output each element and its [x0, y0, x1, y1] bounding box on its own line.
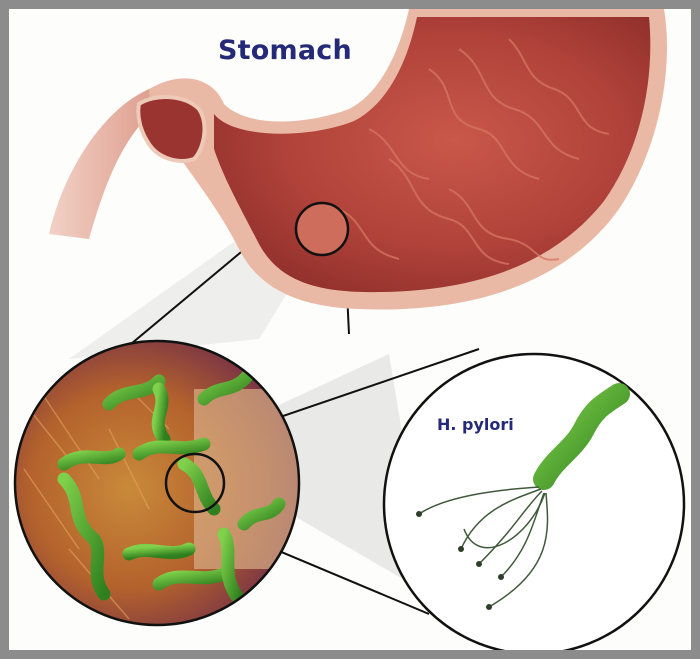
stomach-callout-circle: [294, 201, 350, 257]
stomach-side-chamber: [136, 95, 207, 163]
diagram-frame: Stomach H. pylori: [9, 9, 691, 650]
h-pylori-bacterium: [416, 383, 630, 610]
bacterium-magnification: [382, 352, 686, 650]
callout-cone-2: [184, 354, 429, 594]
esophagus: [49, 89, 174, 239]
illustration: [13, 9, 686, 650]
flagella: [418, 486, 549, 608]
bacteria-cluster: [57, 367, 286, 606]
diagram-title: Stomach: [218, 35, 352, 66]
lining-callout-circle: [164, 452, 226, 514]
rugae-folds: [338, 38, 610, 265]
lining-magnification: [15, 341, 299, 625]
h-pylori-label: H. pylori: [437, 415, 514, 434]
